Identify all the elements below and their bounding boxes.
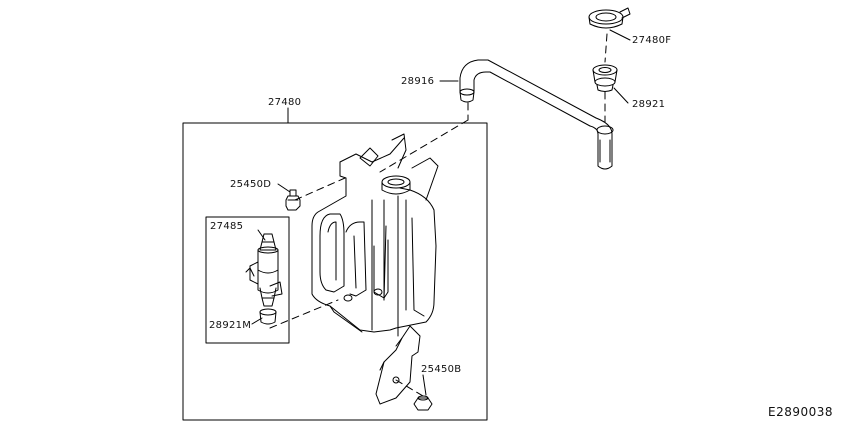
label-pump: 27485	[210, 221, 244, 232]
leader-lines	[251, 29, 631, 396]
filler-hose	[459, 59, 614, 170]
tank-mounting-bracket	[375, 325, 421, 405]
nut-25450b	[413, 395, 433, 411]
bolt-25450d	[285, 189, 301, 211]
assembly-dashed-lines	[269, 33, 608, 397]
pump-sub-frame	[205, 216, 290, 344]
label-filler-seal: 28921	[632, 99, 666, 110]
label-cap: 27480F	[632, 35, 672, 46]
label-nut-lower: 25450B	[421, 364, 462, 375]
washer-tank	[311, 133, 439, 337]
diagram-code: E2890038	[768, 405, 834, 419]
label-hose: 28916	[401, 76, 435, 87]
filler-seal	[592, 64, 618, 92]
label-tank: 27480	[268, 97, 302, 108]
tank-assembly-frame	[182, 122, 488, 421]
label-pump-seal: 28921M	[209, 320, 252, 331]
pump-seal	[259, 308, 277, 325]
washer-pump	[245, 233, 283, 307]
filler-cap	[588, 7, 631, 29]
label-bolt-upper: 25450D	[230, 179, 272, 190]
